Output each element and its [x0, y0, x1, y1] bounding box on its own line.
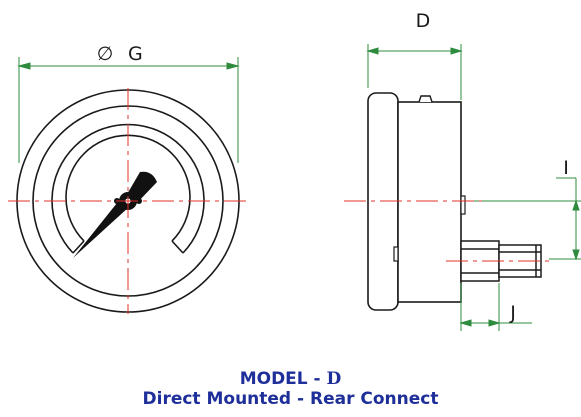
front-centerlines [8, 88, 250, 314]
gauge-pointer [73, 171, 157, 258]
depth-dimension [366, 44, 463, 100]
case-tab [460, 195, 466, 215]
side-view: D I [344, 10, 581, 331]
model-prefix: MODEL - [239, 369, 327, 389]
diameter-dimension [17, 57, 240, 163]
model-description: Direct Mounted - Rear Connect [142, 389, 439, 409]
side-centerlines [344, 200, 553, 262]
depth-label: D [416, 10, 431, 32]
case-weld [393, 246, 399, 262]
model-letter: D [326, 369, 342, 389]
fill-plug [418, 95, 433, 103]
offset-label: I [563, 157, 569, 179]
diameter-symbol: ∅ [97, 43, 114, 65]
gauge-case [397, 101, 462, 303]
offset-dimension [474, 177, 581, 261]
front-view: ∅ G [8, 43, 250, 314]
connector-label: J [509, 302, 516, 324]
diameter-label: G [128, 43, 143, 65]
model-caption: MODEL - D [0, 369, 581, 389]
connector-dimension [459, 283, 532, 331]
